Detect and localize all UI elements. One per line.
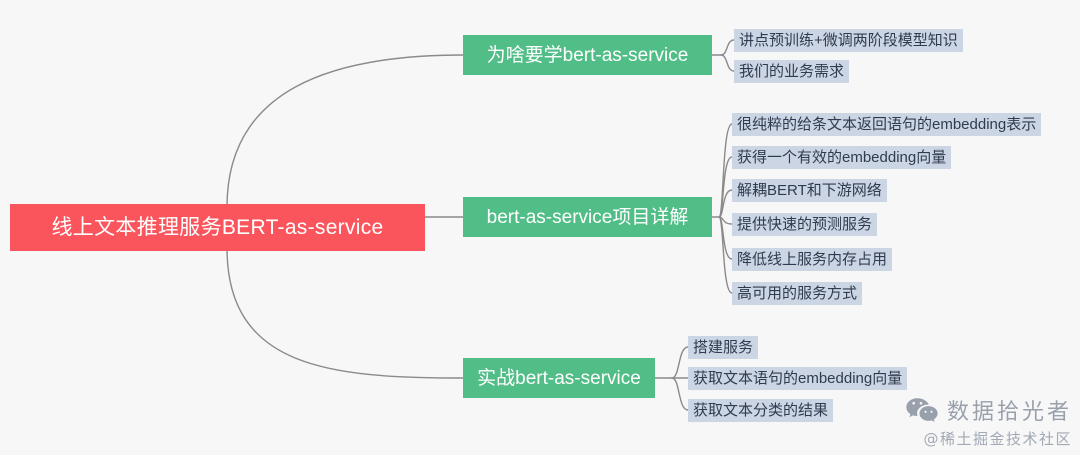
branch-node-2-label: 实战bert-as-service [477,367,641,389]
leaf-node-2-1[interactable]: 获取文本语句的embedding向量 [688,367,908,390]
branch-node-0[interactable]: 为啥要学bert-as-service [463,35,712,75]
edge-branch-0-leaf-0 [720,39,735,56]
leaf-node-1-0[interactable]: 很纯粹的给条文本返回语句的embedding表示 [732,113,1042,136]
edge-branch-1-leaf-4 [718,216,733,260]
leaf-node-1-2-label: 解耦BERT和下游网络 [737,182,882,199]
leaf-node-0-0-label: 讲点预训练+微调两阶段模型知识 [739,32,958,49]
wechat-icon [905,396,939,424]
root-node[interactable]: 线上文本推理服务BERT-as-service [10,204,425,251]
edge-root-to-branch-2 [226,247,464,379]
leaf-node-1-1-label: 获得一个有效的embedding向量 [737,149,947,166]
leaf-node-0-1[interactable]: 我们的业务需求 [734,60,850,83]
watermark-handle: @稀土掘金技术社区 [923,430,1072,448]
leaf-node-1-3-label: 提供快速的预测服务 [737,216,873,233]
watermark: 数据拾光者 @稀土掘金技术社区 [905,394,1072,449]
leaf-node-1-1[interactable]: 获得一个有效的embedding向量 [732,146,952,169]
leaf-node-1-4[interactable]: 降低线上服务内存占用 [732,248,893,271]
edge-branch-2-leaf-0 [671,346,689,379]
root-node-label: 线上文本推理服务BERT-as-service [51,216,384,239]
leaf-node-2-1-label: 获取文本语句的embedding向量 [693,370,903,387]
leaf-node-0-1-label: 我们的业务需求 [739,63,845,80]
leaf-node-2-0-label: 搭建服务 [693,339,754,356]
branch-node-1[interactable]: bert-as-service项目详解 [463,197,712,237]
edge-branch-2-leaf-2 [671,377,689,411]
edge-branch-1-leaf-3 [718,216,733,225]
edge-branch-1-leaf-1 [718,156,733,218]
watermark-name-row: 数据拾光者 [905,394,1072,426]
watermark-name: 数据拾光者 [946,400,1072,425]
branch-node-2[interactable]: 实战bert-as-service [463,358,655,398]
leaf-node-1-0-label: 很纯粹的给条文本返回语句的embedding表示 [737,116,1037,133]
leaf-node-1-5-label: 高可用的服务方式 [737,285,858,302]
leaf-node-1-2[interactable]: 解耦BERT和下游网络 [732,179,887,202]
edge-root-to-branch-0 [226,54,464,208]
branch-node-0-label: 为啥要学bert-as-service [486,44,689,66]
edge-branch-1-leaf-0 [718,123,733,218]
edge-branch-1-leaf-2 [718,189,733,218]
leaf-node-2-2-label: 获取文本分类的结果 [693,402,829,419]
leaf-node-1-4-label: 降低线上服务内存占用 [737,251,888,268]
leaf-node-2-2[interactable]: 获取文本分类的结果 [688,399,834,422]
leaf-node-0-0[interactable]: 讲点预训练+微调两阶段模型知识 [734,29,963,52]
leaf-node-1-5[interactable]: 高可用的服务方式 [732,282,863,305]
leaf-node-1-3[interactable]: 提供快速的预测服务 [732,213,878,236]
branch-node-1-label: bert-as-service项目详解 [486,206,689,228]
edge-branch-0-leaf-1 [720,54,735,72]
edge-branch-1-leaf-5 [718,216,733,294]
leaf-node-2-0[interactable]: 搭建服务 [688,336,759,359]
